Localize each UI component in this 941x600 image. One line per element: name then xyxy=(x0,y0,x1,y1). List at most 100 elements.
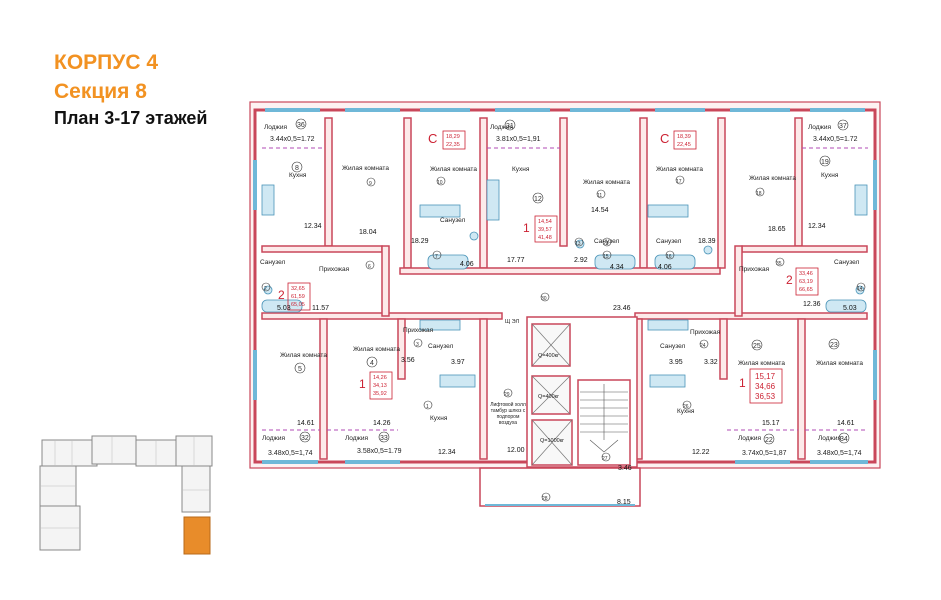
key-block xyxy=(181,465,211,513)
room-number: 2 xyxy=(261,282,271,292)
hall-label: Прихожая xyxy=(690,329,721,336)
room-number: 5 xyxy=(294,362,306,374)
bathtub xyxy=(654,254,696,270)
lift-hall-label: Лифтовой холл тамбур шлюз с подпором воз… xyxy=(490,402,526,426)
hall-label: Прихожая xyxy=(403,327,434,334)
hall-label: Прихожая xyxy=(739,266,770,273)
area-value: 17.77 xyxy=(507,257,525,264)
area-value: 4.34 xyxy=(610,264,624,271)
area-value: 14.61 xyxy=(297,420,315,427)
lift-label: Q=400кг xyxy=(538,394,559,400)
room-number: 37 xyxy=(837,119,849,131)
svg-text:6: 6 xyxy=(368,264,371,270)
room-number: 14 xyxy=(856,282,866,292)
apt-type-label: 1 xyxy=(739,376,746,390)
apt-type-label: С xyxy=(428,131,437,146)
apt-area: 34,13 xyxy=(373,383,387,389)
hall-label: Прихожая xyxy=(319,266,350,273)
svg-text:10: 10 xyxy=(437,180,443,186)
apt-area: 63,19 xyxy=(799,279,813,285)
living-label: Жилая комната xyxy=(280,352,327,359)
toilet xyxy=(703,245,713,255)
room-number: 7 xyxy=(432,250,442,260)
apt-area: 14,54 xyxy=(538,219,552,225)
lift-label: Q=1000кг xyxy=(540,438,564,444)
svg-text:17: 17 xyxy=(676,179,682,185)
area-value: 3.56 xyxy=(401,357,415,364)
kitchen-label: Кухня xyxy=(677,408,695,415)
lift-label: Q=400кг xyxy=(538,353,559,359)
svg-text:4: 4 xyxy=(370,360,374,367)
svg-text:31: 31 xyxy=(506,123,514,130)
title-block: КОРПУС 4 Секция 8 План 3-17 этажей xyxy=(54,48,207,130)
loggia-formula: 3.44х0,5=1.72 xyxy=(270,136,315,143)
apt-area: 41,48 xyxy=(538,235,552,241)
area-value: 5.03 xyxy=(277,305,291,312)
room-number: 29 xyxy=(503,388,513,398)
area-value: 12.34 xyxy=(304,223,322,230)
bathroom-label: Санузел xyxy=(834,259,860,266)
apt-1-top: 1 14,54 39,57 41,48 xyxy=(523,215,558,243)
loggia-label: Лоджия xyxy=(345,435,369,442)
apt-c-right: С 18,39 22,45 xyxy=(660,130,697,150)
room-number: 12 xyxy=(532,192,544,204)
room-number: 18 xyxy=(755,187,765,197)
area-value: 3.95 xyxy=(669,359,683,366)
room-number: 27 xyxy=(601,452,611,462)
living-label: Жилая комната xyxy=(656,166,703,173)
room-number: 26 xyxy=(682,400,692,410)
area-value: 15.17 xyxy=(762,420,780,427)
svg-text:29: 29 xyxy=(504,392,510,398)
svg-text:16: 16 xyxy=(666,254,672,260)
bathroom-label: Санузел xyxy=(594,238,620,245)
room-number: 16 xyxy=(665,250,675,260)
apt-area: 18,39 xyxy=(677,134,691,140)
bathtub xyxy=(825,299,867,313)
area-value: 14.26 xyxy=(373,420,391,427)
building-title: КОРПУС 4 xyxy=(54,51,158,74)
lift-crosses xyxy=(531,323,573,466)
living-label: Жилая комната xyxy=(430,166,477,173)
apt-area: 34,66 xyxy=(755,382,776,391)
svg-text:13: 13 xyxy=(575,241,581,247)
living-label: Жилая комната xyxy=(749,175,796,182)
building-walls xyxy=(249,101,881,507)
svg-text:3: 3 xyxy=(416,342,419,348)
apt-area: 15,17 xyxy=(755,372,776,381)
core-labels: Q=400кг Q=400кг Q=1000кг Щ ЭЛ Лифтовой х… xyxy=(490,319,564,444)
svg-text:15: 15 xyxy=(603,254,609,260)
balcony xyxy=(479,467,641,507)
bathroom-label: Санузел xyxy=(440,217,466,224)
loggia-formulas: 3.44х0,5=1.72 3.81х0,5=1,91 3.44х0,5=1.7… xyxy=(268,136,862,457)
area-value: 12.34 xyxy=(438,449,456,456)
apt-area: 39,57 xyxy=(538,227,552,233)
loggia-label: Лоджия xyxy=(738,435,762,442)
loggia-label: Лоджия xyxy=(264,124,288,131)
apt-type-label: 1 xyxy=(523,221,530,235)
area-values: 12.34 18.04 18.29 4.06 17.77 14.54 2.92 … xyxy=(277,207,857,506)
bathroom-label: Санузел xyxy=(660,343,686,350)
room-number: 19 xyxy=(819,155,831,167)
room-number: 32 xyxy=(299,431,311,443)
key-block xyxy=(135,439,181,467)
room-number: 13 xyxy=(574,237,584,247)
svg-text:1: 1 xyxy=(426,404,429,410)
svg-text:30: 30 xyxy=(541,296,547,302)
area-value: 12.36 xyxy=(803,301,821,308)
room-number: 25 xyxy=(751,339,763,351)
svg-text:32: 32 xyxy=(301,435,309,442)
room-number: 28 xyxy=(541,492,551,502)
area-value: 18.65 xyxy=(768,226,786,233)
apt-area: 22,45 xyxy=(677,142,691,148)
kitchen-label: Кухня xyxy=(289,172,307,179)
apt-1-br: 1 15,17 34,66 36,53 xyxy=(739,368,783,404)
kitchen-counter xyxy=(649,374,686,388)
room-number-markers: 36 8 9 10 31 12 11 13 7 6 15 16 17 18 19… xyxy=(261,118,866,502)
apt-area: 18,29 xyxy=(446,134,460,140)
apt-type-label: С xyxy=(660,131,669,146)
kitchen-counter xyxy=(439,374,476,388)
kitchen-label: Кухня xyxy=(430,415,448,422)
svg-text:22: 22 xyxy=(765,437,773,444)
area-value: 3.97 xyxy=(451,359,465,366)
key-block xyxy=(91,435,137,465)
